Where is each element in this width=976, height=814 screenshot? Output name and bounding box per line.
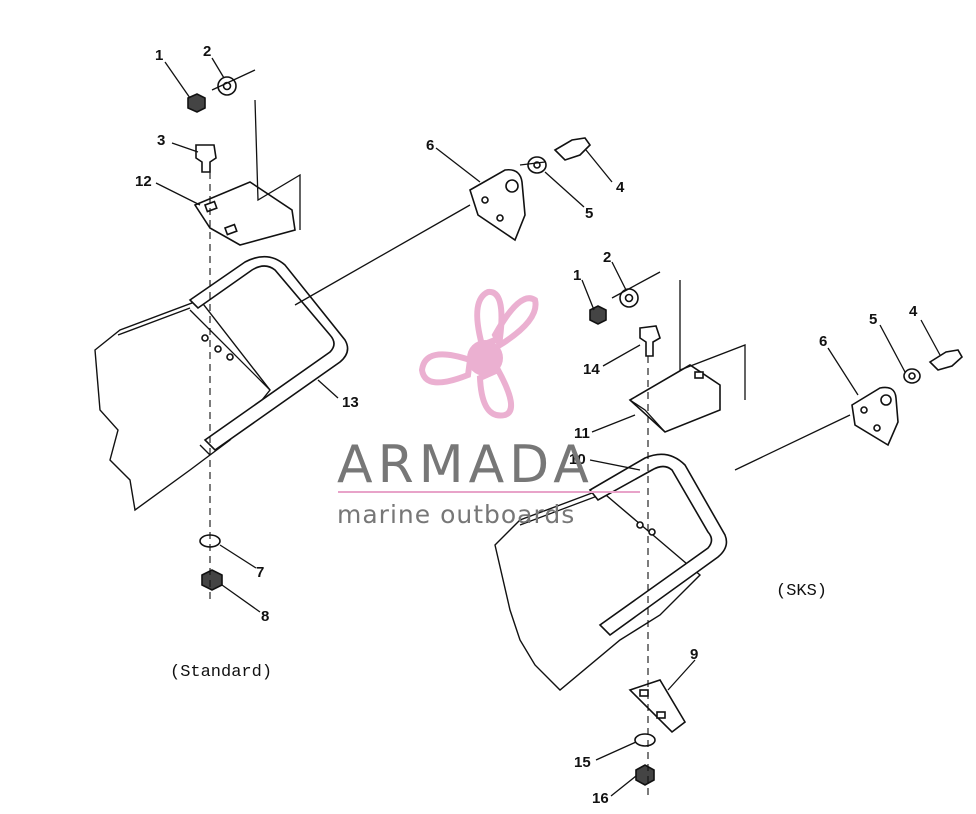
callout-4-standard: 4 xyxy=(616,179,625,196)
callout-2-standard: 2 xyxy=(203,43,211,60)
callout-10: 10 xyxy=(569,451,586,468)
callout-9: 9 xyxy=(690,646,698,663)
watermark: ARMADA marine outboards xyxy=(337,289,640,529)
bolt-14 xyxy=(639,325,661,357)
bolt-4-sks xyxy=(928,349,964,371)
callout-3: 3 xyxy=(157,132,165,149)
nut-8 xyxy=(201,569,223,591)
caption-sks: (SKS) xyxy=(776,582,827,601)
callout-14: 14 xyxy=(583,361,600,378)
standard-mount-body xyxy=(94,299,271,512)
bolt-3 xyxy=(195,144,217,173)
callout-labels: 1 2 3 12 6 4 5 13 7 8 1 2 14 11 10 5 4 6… xyxy=(135,43,918,807)
nut-1-sks xyxy=(589,305,607,325)
bolt-4-standard xyxy=(553,137,592,161)
callout-1-sks: 1 xyxy=(573,267,581,284)
caption-standard: (Standard) xyxy=(170,663,272,682)
bracket-11 xyxy=(628,364,721,433)
callout-11: 11 xyxy=(574,425,590,442)
callout-5-standard: 5 xyxy=(585,205,593,222)
standard-assembly xyxy=(94,57,613,613)
u-frame-10 xyxy=(588,453,728,637)
nut-16 xyxy=(635,764,655,786)
bracket-12 xyxy=(193,181,296,246)
sks-mount-body xyxy=(494,489,702,691)
callout-15: 15 xyxy=(574,754,591,771)
callout-13: 13 xyxy=(342,394,359,411)
callout-5-sks: 5 xyxy=(869,311,877,328)
callout-12: 12 xyxy=(135,173,152,190)
plate-9 xyxy=(628,679,687,734)
callout-7: 7 xyxy=(256,564,264,581)
bracket-6-sks xyxy=(851,386,899,447)
callout-2-sks: 2 xyxy=(603,249,611,266)
callout-16: 16 xyxy=(592,790,609,807)
sks-assembly xyxy=(494,261,964,800)
watermark-tagline: marine outboards xyxy=(337,500,575,529)
callout-8: 8 xyxy=(261,608,269,625)
watermark-brand: ARMADA xyxy=(337,435,594,495)
callout-6-sks: 6 xyxy=(819,333,827,350)
washer-15 xyxy=(634,733,656,747)
u-frame-13 xyxy=(188,255,349,452)
callout-6-standard: 6 xyxy=(426,137,434,154)
callout-4-sks: 4 xyxy=(909,303,918,320)
propeller-logo-icon xyxy=(418,289,539,419)
callout-1-standard: 1 xyxy=(155,47,163,64)
nut-1-standard xyxy=(187,93,206,113)
